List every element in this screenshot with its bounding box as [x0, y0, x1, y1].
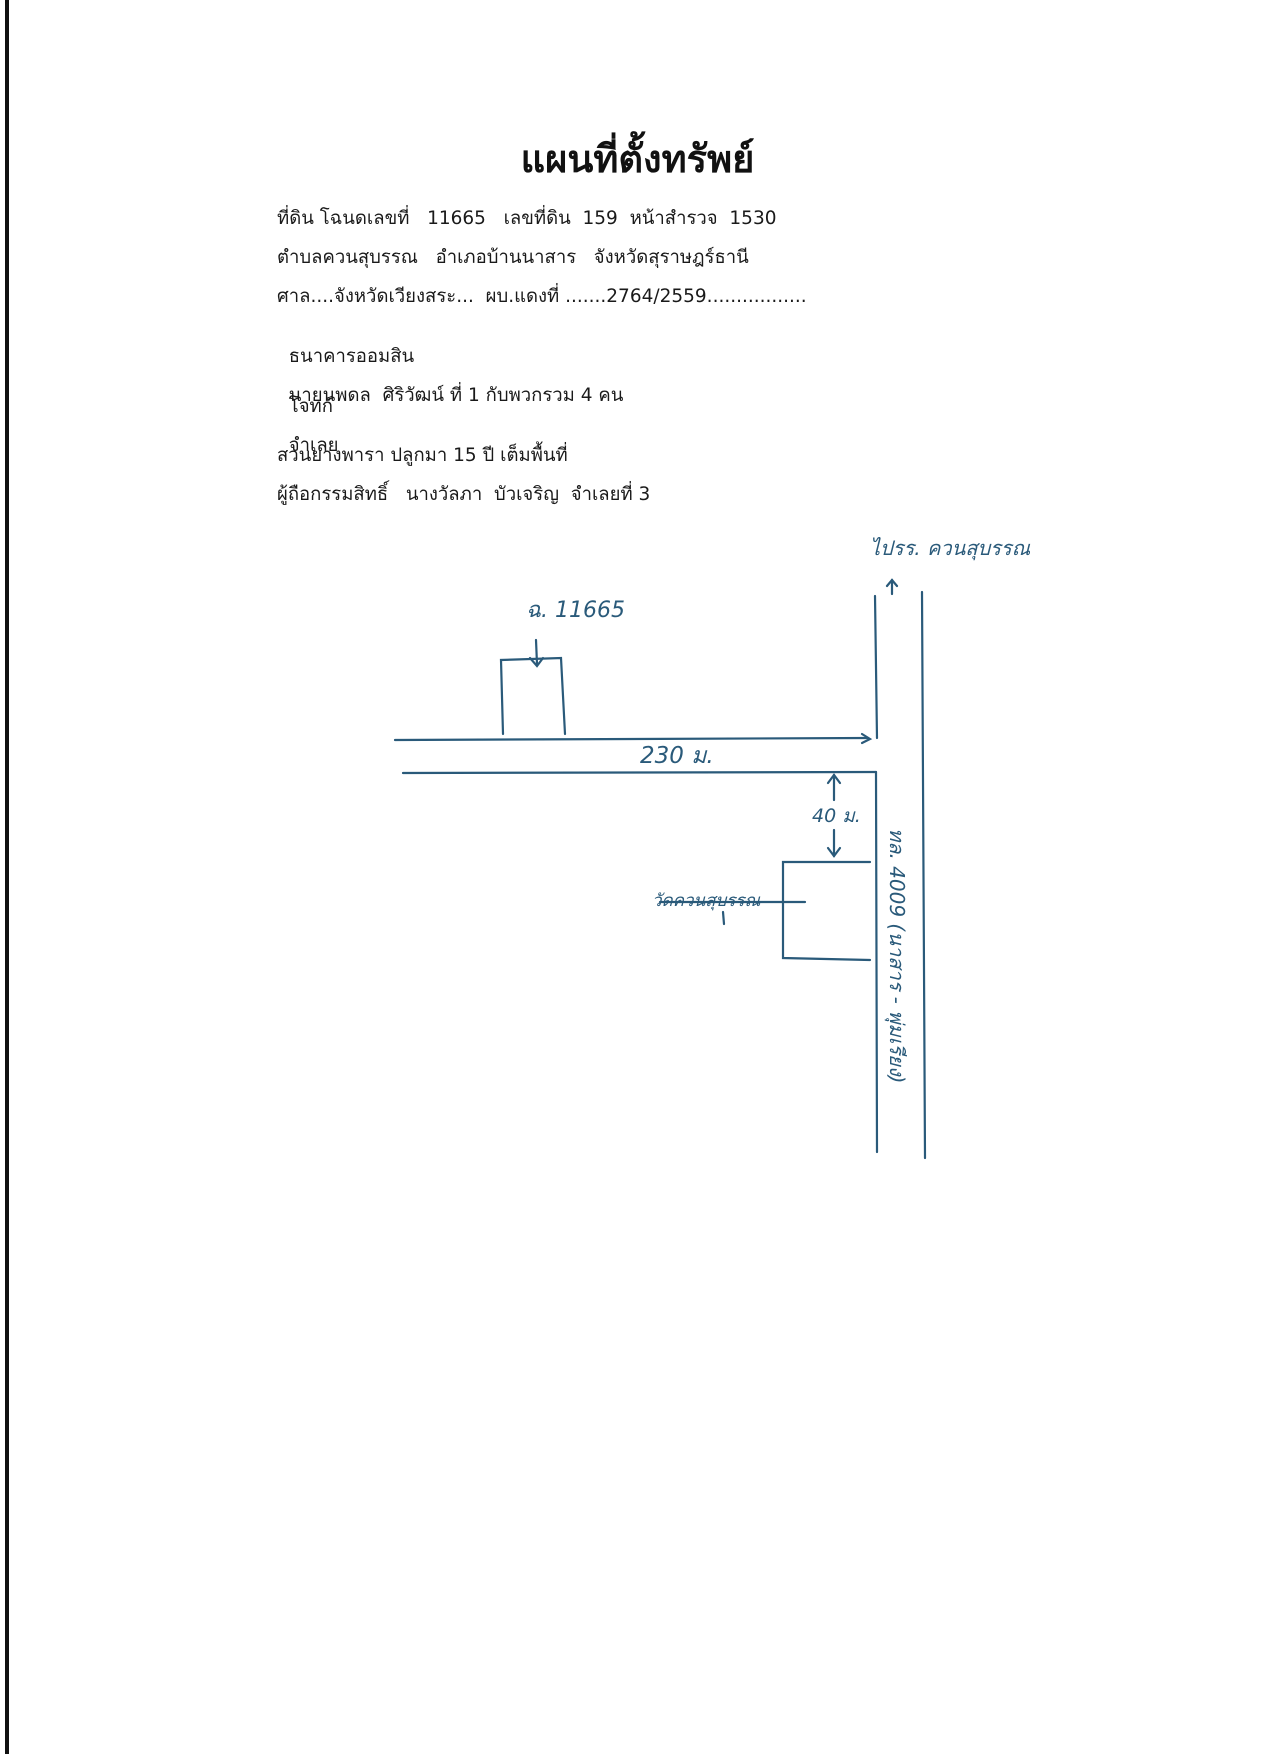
side-road-bottom-edge: [401, 770, 878, 775]
north-arrow: [885, 578, 899, 588]
land-use-line: สวนยางพารา ปลูกมา 15 ปี เต็มพื้นที่: [277, 445, 568, 466]
temple-outline: [781, 860, 872, 962]
highway-left-edge-upper: [873, 594, 879, 740]
plaintiff-line: ธนาคารออมสิน โจทก์: [277, 321, 414, 421]
court-case-line: ศาล....จังหวัดเวียงสระ... ผบ.แดงที่ ....…: [277, 286, 807, 307]
to-school-label: ไปรร. ควนสุบรรณ: [870, 536, 1031, 561]
temple-distance-label: 40 ม.: [812, 805, 861, 827]
plaintiff-role: โจทก์: [288, 396, 333, 417]
plot-arrow: [534, 638, 539, 666]
page-title: แผนที่ตั้งทรัพย์: [520, 137, 755, 181]
side-road-top-edge: [393, 736, 870, 742]
defendant-name: นายนพดล ศิริวัฒน์ ที่ 1 กับพวกรวม 4 คน: [288, 385, 624, 406]
defendant-role: จำเลย: [288, 435, 339, 456]
owner-line: ผู้ถือกรรมสิทธิ์ นางวัลภา บัวเจริญ จำเลย…: [277, 484, 651, 505]
defendant-line: นายนพดล ศิริวัฒน์ ที่ 1 กับพวกรวม 4 คน จ…: [277, 360, 624, 460]
location-line: ตำบลควนสุบรรณ อำเภอบ้านนาสาร จังหวัดสุรา…: [277, 247, 749, 268]
left-edge-rule: [5, 0, 9, 1754]
temple-label: วัดควนสุบรรณ: [652, 891, 761, 911]
plot-11665-outline: [499, 656, 567, 736]
road-distance-label: 230 ม.: [640, 743, 714, 769]
temple-pointer: [721, 910, 726, 926]
deed-info-line: ที่ดิน โฉนดเลขที่ 11665 เลขที่ดิน 159 หน…: [277, 208, 777, 229]
plot-arrow-head: [528, 656, 545, 668]
plot-number-label: ฉ. 11665: [526, 598, 625, 623]
highway-label: ทล. 4009 (นาสาร - พุ่มเรียง): [884, 828, 909, 1083]
highway-left-edge-lower: [874, 770, 879, 1154]
highway-right-edge: [920, 590, 927, 1160]
plaintiff-name: ธนาคารออมสิน: [288, 346, 415, 367]
